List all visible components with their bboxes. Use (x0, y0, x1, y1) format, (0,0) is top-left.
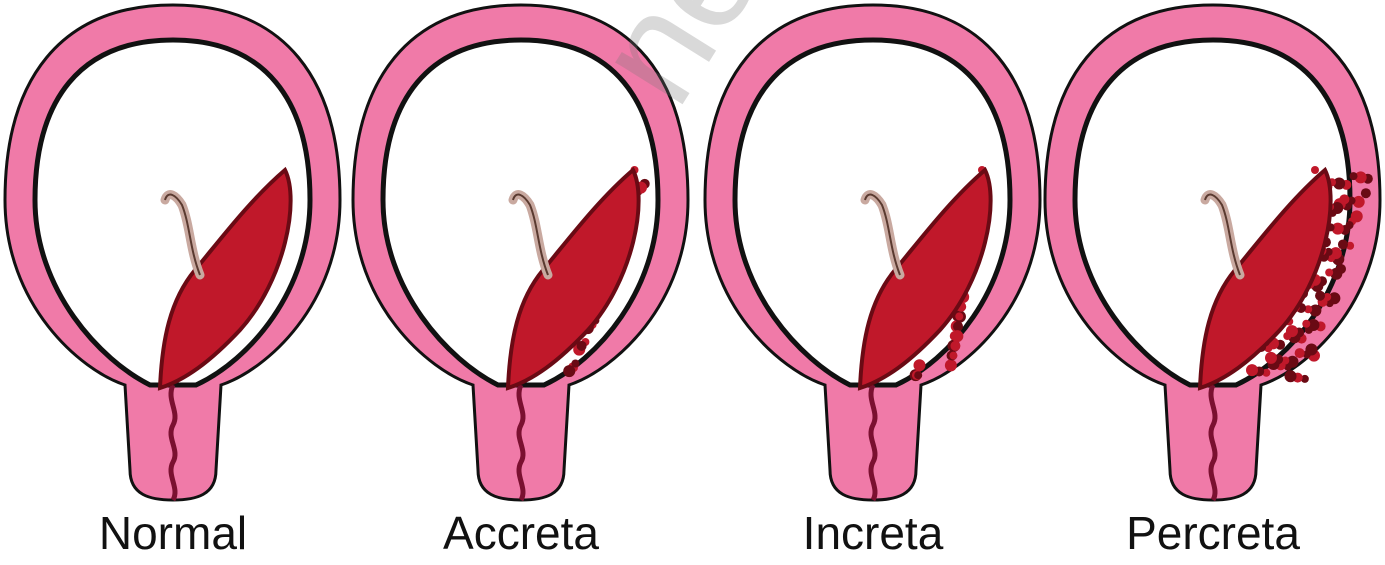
uterus-illustration (1040, 0, 1385, 505)
panel-percreta: Percreta (1040, 0, 1385, 565)
uterus-illustration (700, 0, 1046, 505)
cervical-canal (171, 385, 175, 500)
cervical-canal (871, 385, 875, 500)
cervical-canal (1211, 385, 1215, 500)
caption-increta: Increta (700, 510, 1046, 556)
uterus-illustration (0, 0, 346, 505)
caption-normal: Normal (0, 510, 346, 556)
caption-accreta: Accreta (348, 510, 694, 556)
caption-percreta: Percreta (1040, 510, 1385, 556)
panel-normal: Normal (0, 0, 346, 565)
panel-accreta: Accreta (348, 0, 694, 565)
cervical-canal (519, 385, 523, 500)
uterus-illustration (348, 0, 694, 505)
panel-increta: Increta (700, 0, 1046, 565)
